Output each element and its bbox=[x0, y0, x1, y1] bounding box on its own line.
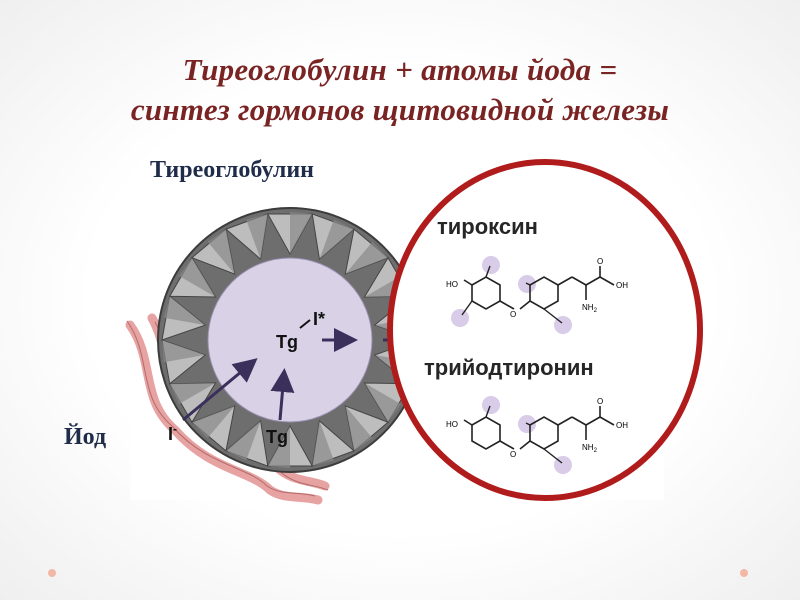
decor-dot-right bbox=[740, 569, 748, 577]
title-line-2: синтез гормонов щитовидной железы bbox=[130, 92, 670, 127]
iodine-highlight bbox=[482, 256, 500, 274]
atom-o-acid: O bbox=[597, 397, 603, 406]
slide-title: Тиреоглобулин + атомы йода = синтез горм… bbox=[0, 50, 800, 130]
triiodothyronine-title: трийодтиронин bbox=[424, 355, 594, 380]
atom-o-bridge: O bbox=[510, 310, 516, 319]
iodide-label: I- bbox=[168, 422, 178, 444]
follicle-cell-shade bbox=[267, 426, 290, 468]
tg-secretion-arrow bbox=[270, 368, 295, 421]
follicle-cell-shade bbox=[290, 212, 313, 254]
follicle-cell-shade bbox=[345, 405, 373, 451]
thyroxine-title: тироксин bbox=[437, 214, 538, 239]
atom-ho: HO bbox=[446, 420, 458, 429]
follicle-cell-shade bbox=[179, 257, 216, 297]
atom-nh2: NH2 bbox=[582, 303, 598, 314]
atom-o-bridge: O bbox=[510, 450, 516, 459]
atom-nh2: NH2 bbox=[582, 443, 598, 454]
decor-dot-left bbox=[48, 569, 56, 577]
iodide-uptake-arrow bbox=[182, 358, 258, 422]
hormones-ellipse bbox=[387, 159, 703, 501]
follicle-cell-shade bbox=[191, 405, 235, 439]
iodine-star-label: I* bbox=[313, 309, 326, 329]
follicle-cell-shade bbox=[169, 383, 216, 404]
iodine-label: Йод bbox=[64, 424, 107, 450]
follicle-cell-shade bbox=[226, 420, 261, 461]
follicle-cell-shade bbox=[312, 420, 334, 467]
follicle-cell-shade bbox=[319, 219, 354, 260]
iodine-highlight bbox=[451, 309, 469, 327]
tg-bottom-label: Tg bbox=[266, 427, 288, 447]
follicle-cell-shade bbox=[163, 296, 206, 326]
tg-center-label: Tg bbox=[276, 332, 298, 352]
follicle-cell-shade bbox=[246, 213, 268, 260]
title-line-1: Тиреоглобулин + атомы йода = bbox=[182, 52, 618, 87]
atom-ho: HO bbox=[446, 280, 458, 289]
tg-iodine-bond bbox=[299, 319, 311, 329]
iodine-highlight bbox=[482, 396, 500, 414]
follicle-cell-shade bbox=[162, 340, 206, 363]
follicle-cell-shade bbox=[345, 241, 389, 275]
atom-o-acid: O bbox=[597, 257, 603, 266]
thyroxine-structure: HO O O OH NH2 bbox=[446, 256, 628, 334]
thyroglobulin-label: Тиреоглобулин bbox=[150, 157, 314, 183]
follicle-cell-shade bbox=[364, 383, 401, 423]
atom-oh: OH bbox=[616, 281, 628, 290]
triiodothyronine-structure: HO O O OH NH2 bbox=[446, 396, 628, 474]
follicle-cell-shade bbox=[207, 229, 235, 275]
atom-oh: OH bbox=[616, 421, 628, 430]
